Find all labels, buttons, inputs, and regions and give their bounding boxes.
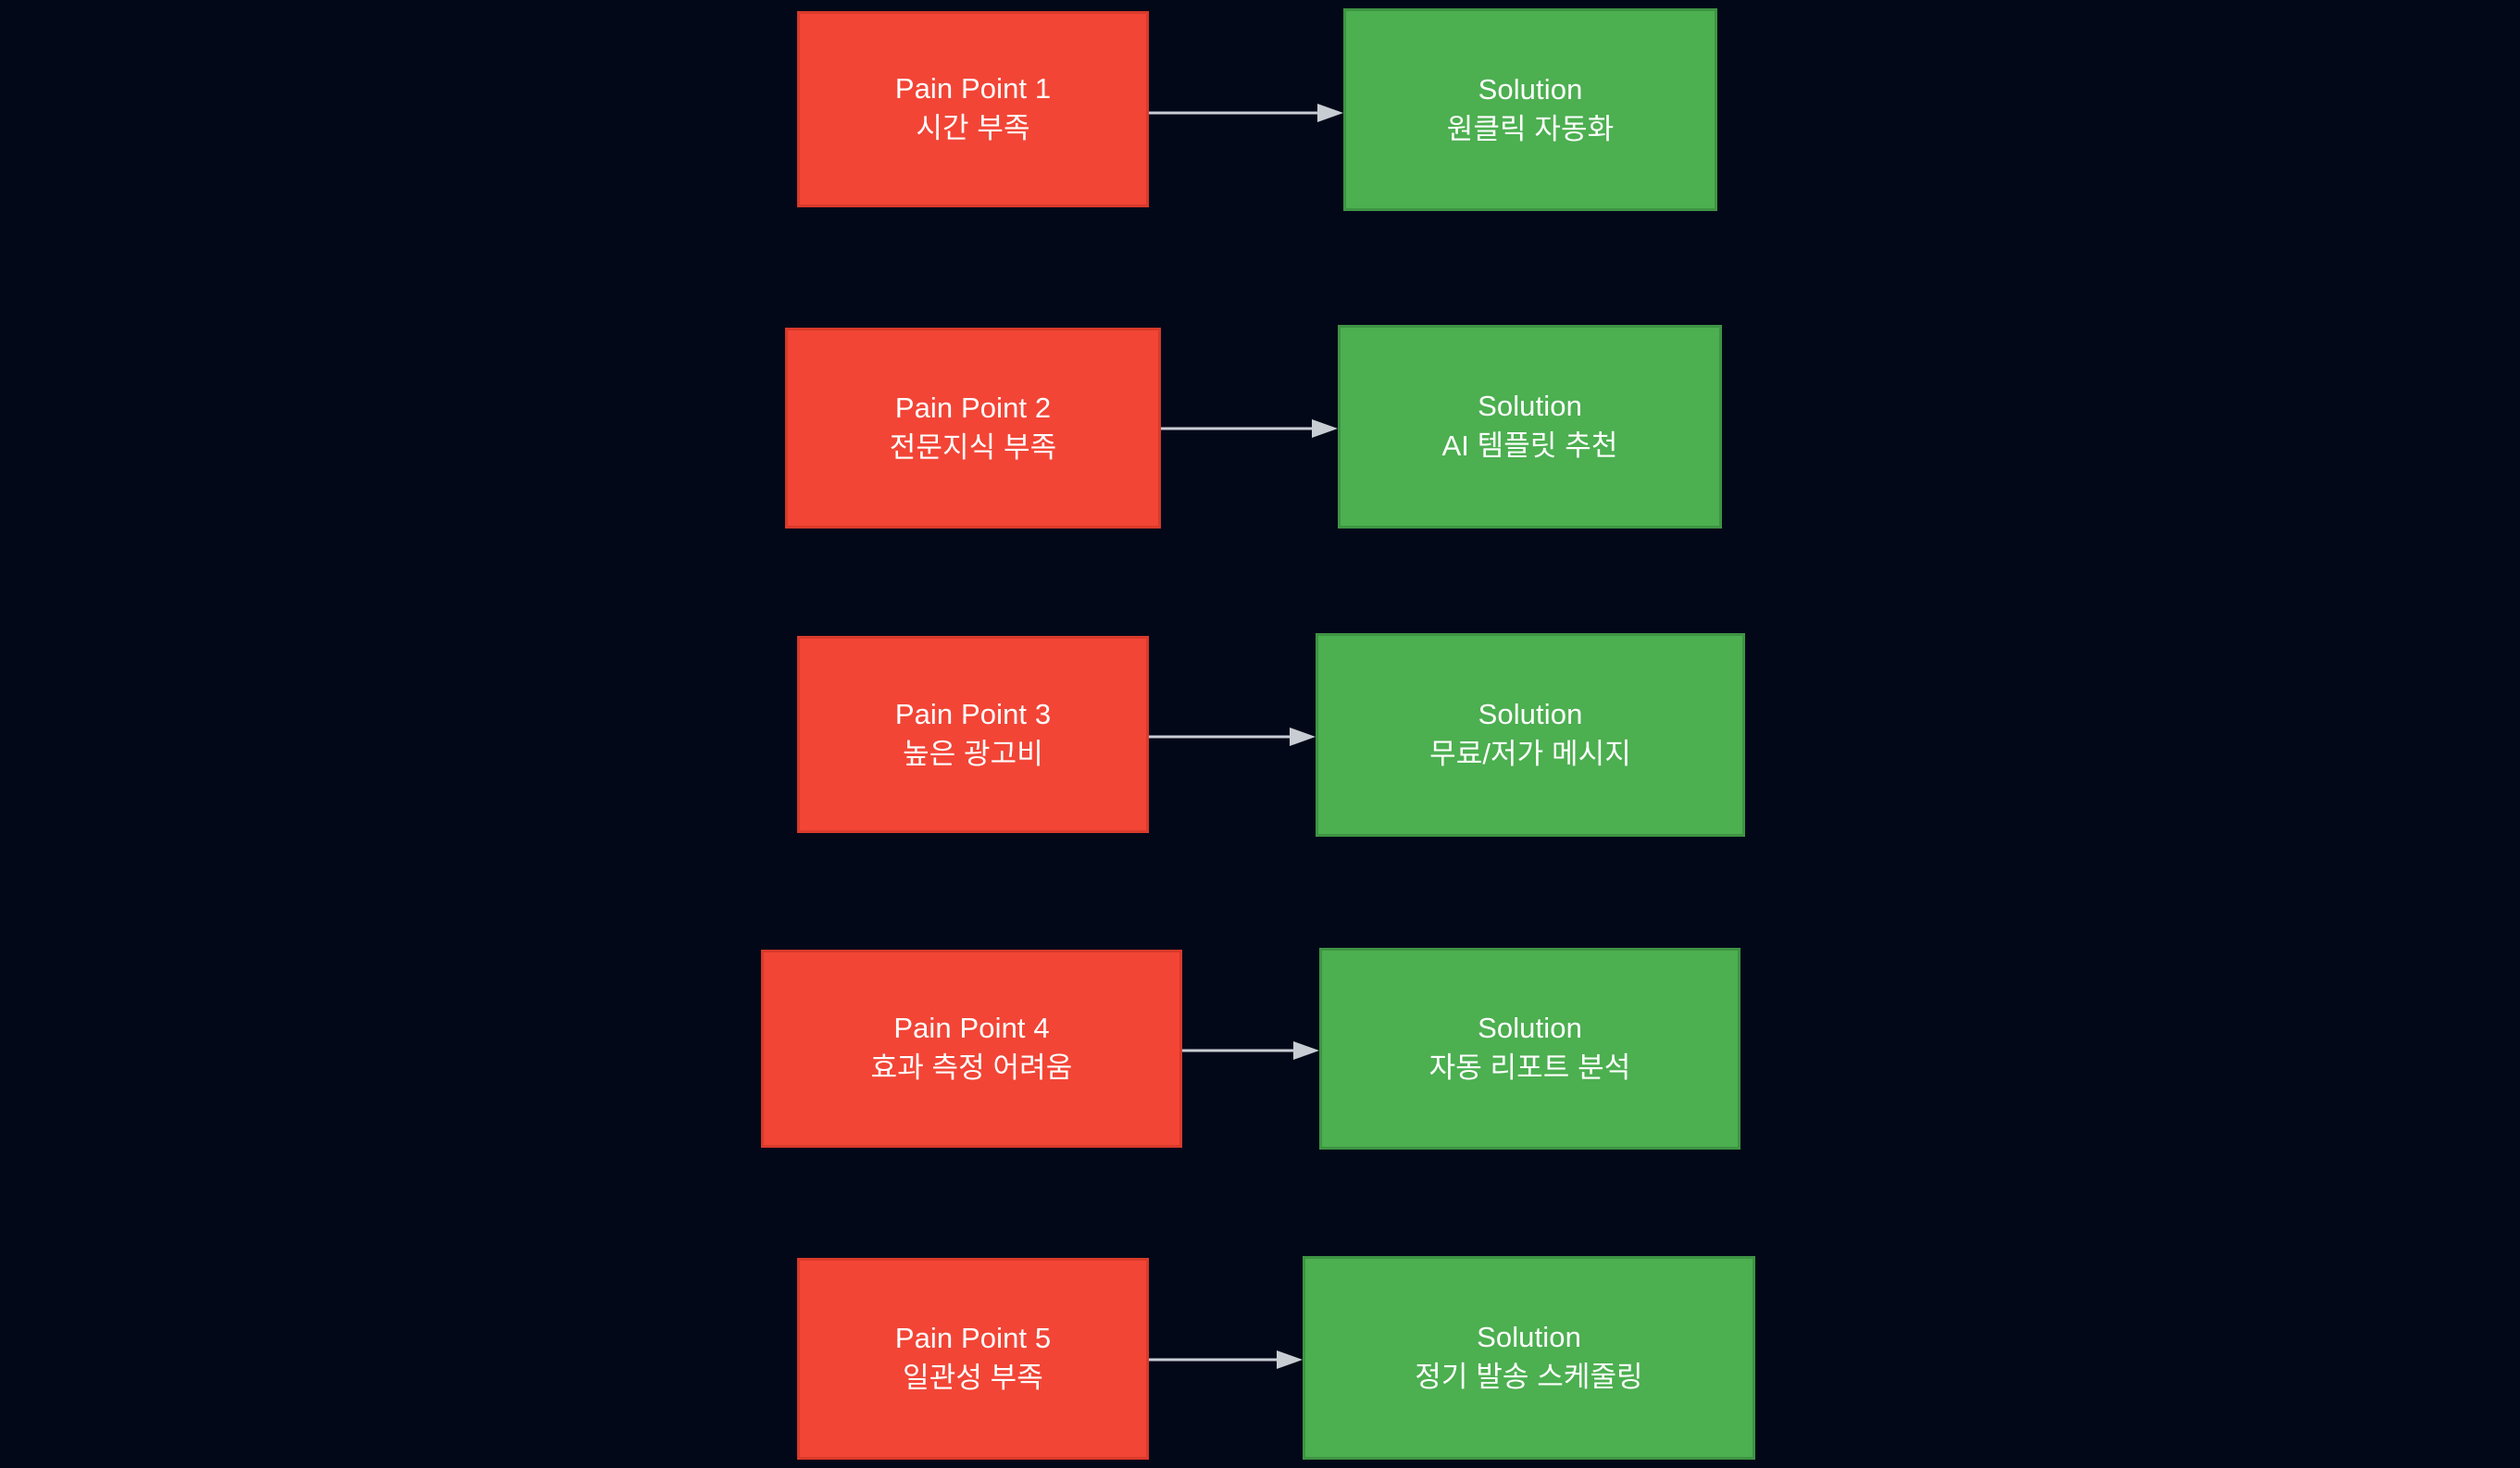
pain-point-detail: 높은 광고비 xyxy=(903,737,1043,770)
pain-point-title: Pain Point 2 xyxy=(894,391,1052,424)
solution-node-1[interactable]: Solution 원클릭 자동화 xyxy=(1343,8,1717,211)
solution-title: Solution xyxy=(1478,1012,1582,1045)
pain-point-detail: 일관성 부족 xyxy=(903,1362,1043,1394)
solution-title: Solution xyxy=(1478,698,1583,731)
solution-detail: 정기 발송 스케줄링 xyxy=(1415,1361,1643,1393)
solution-node-4[interactable]: Solution 자동 리포트 분석 xyxy=(1319,948,1740,1150)
diagram-row: Pain Point 5 일관성 부족 Solution 정기 발송 스케줄링 xyxy=(0,1240,2520,1468)
solution-detail: 원클릭 자동화 xyxy=(1446,112,1615,145)
pain-point-title: Pain Point 1 xyxy=(894,72,1052,106)
pain-point-node-2[interactable]: Pain Point 2 전문지식 부족 xyxy=(785,328,1161,529)
pain-point-node-1[interactable]: Pain Point 1 시간 부족 xyxy=(797,11,1149,207)
arrow-right-icon-2 xyxy=(1161,417,1338,440)
pain-point-title: Pain Point 5 xyxy=(894,1322,1052,1355)
arrow-right-icon-4 xyxy=(1182,1039,1319,1062)
solution-detail: AI 템플릿 추천 xyxy=(1441,429,1618,462)
pain-point-detail: 시간 부족 xyxy=(916,112,1030,144)
arrow-right-icon-3 xyxy=(1149,726,1316,748)
arrow-right-icon-5 xyxy=(1149,1349,1303,1371)
solution-node-3[interactable]: Solution 무료/저가 메시지 xyxy=(1316,633,1745,837)
diagram-row: Pain Point 2 전문지식 부족 Solution AI 템플릿 추천 xyxy=(0,315,2520,537)
solution-node-2[interactable]: Solution AI 템플릿 추천 xyxy=(1338,325,1722,529)
solution-node-5[interactable]: Solution 정기 발송 스케줄링 xyxy=(1303,1256,1755,1460)
solution-title: Solution xyxy=(1478,390,1582,423)
solution-detail: 무료/저가 메시지 xyxy=(1429,738,1631,770)
solution-title: Solution xyxy=(1478,72,1583,106)
pain-point-title: Pain Point 3 xyxy=(894,697,1052,730)
pain-point-detail: 전문지식 부족 xyxy=(889,430,1057,464)
arrow-right-icon-1 xyxy=(1149,102,1343,124)
pain-point-node-3[interactable]: Pain Point 3 높은 광고비 xyxy=(797,636,1149,833)
diagram-row: Pain Point 4 효과 측정 어려움 Solution 자동 리포트 분… xyxy=(0,935,2520,1157)
diagram-row: Pain Point 1 시간 부족 Solution 원클릭 자동화 xyxy=(0,0,2520,222)
pain-point-detail: 효과 측정 어려움 xyxy=(870,1051,1073,1084)
pain-point-title: Pain Point 4 xyxy=(893,1012,1050,1045)
solution-title: Solution xyxy=(1477,1321,1581,1354)
solution-detail: 자동 리포트 분석 xyxy=(1428,1051,1631,1084)
pain-point-node-5[interactable]: Pain Point 5 일관성 부족 xyxy=(797,1258,1149,1460)
pain-point-node-4[interactable]: Pain Point 4 효과 측정 어려움 xyxy=(761,950,1182,1148)
diagram-row: Pain Point 3 높은 광고비 Solution 무료/저가 메시지 xyxy=(0,620,2520,842)
